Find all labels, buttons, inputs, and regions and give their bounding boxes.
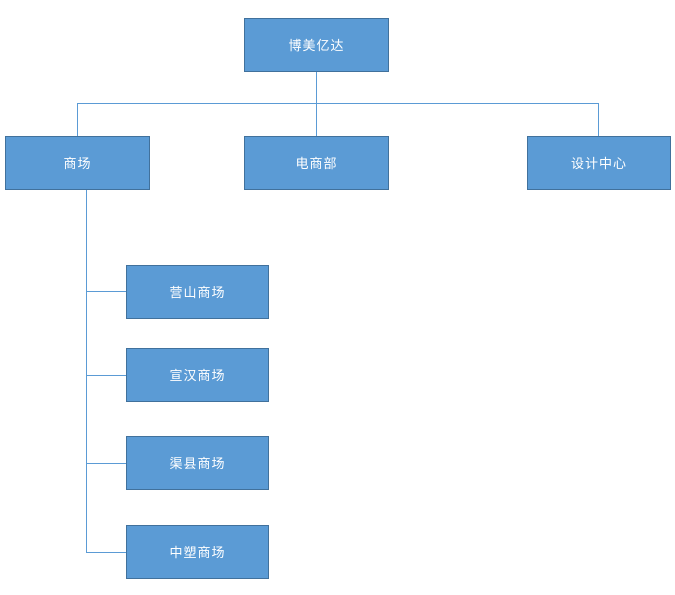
- connector-root-down: [316, 72, 317, 103]
- org-node-child-3[interactable]: 中塑商场: [126, 525, 269, 579]
- org-node-mall[interactable]: 商场: [5, 136, 150, 190]
- org-node-mall-label: 商场: [63, 155, 92, 171]
- org-node-child-1-label: 宣汉商场: [169, 367, 226, 383]
- org-node-child-0[interactable]: 营山商场: [126, 265, 269, 319]
- connector-mall-trunk: [86, 190, 87, 552]
- connector-to-node-ecommerce: [316, 103, 317, 136]
- org-node-child-3-label: 中塑商场: [169, 544, 226, 560]
- connector-to-node-design-center: [598, 103, 599, 136]
- org-node-child-2[interactable]: 渠县商场: [126, 436, 269, 490]
- connector-level2-horizontal-bar: [77, 103, 599, 104]
- org-node-design-center-label: 设计中心: [570, 155, 627, 171]
- connector-to-child-2: [86, 463, 126, 464]
- connector-to-child-3: [86, 552, 126, 553]
- org-node-root-label: 博美亿达: [288, 37, 345, 53]
- org-node-design-center[interactable]: 设计中心: [527, 136, 671, 190]
- org-node-ecommerce[interactable]: 电商部: [244, 136, 389, 190]
- connector-to-child-0: [86, 291, 126, 292]
- connector-to-child-1: [86, 375, 126, 376]
- org-node-child-0-label: 营山商场: [169, 284, 226, 300]
- org-node-child-2-label: 渠县商场: [169, 455, 226, 471]
- org-node-root[interactable]: 博美亿达: [244, 18, 389, 72]
- org-node-child-1[interactable]: 宣汉商场: [126, 348, 269, 402]
- org-node-ecommerce-label: 电商部: [295, 155, 338, 171]
- connector-to-node-mall: [77, 103, 78, 136]
